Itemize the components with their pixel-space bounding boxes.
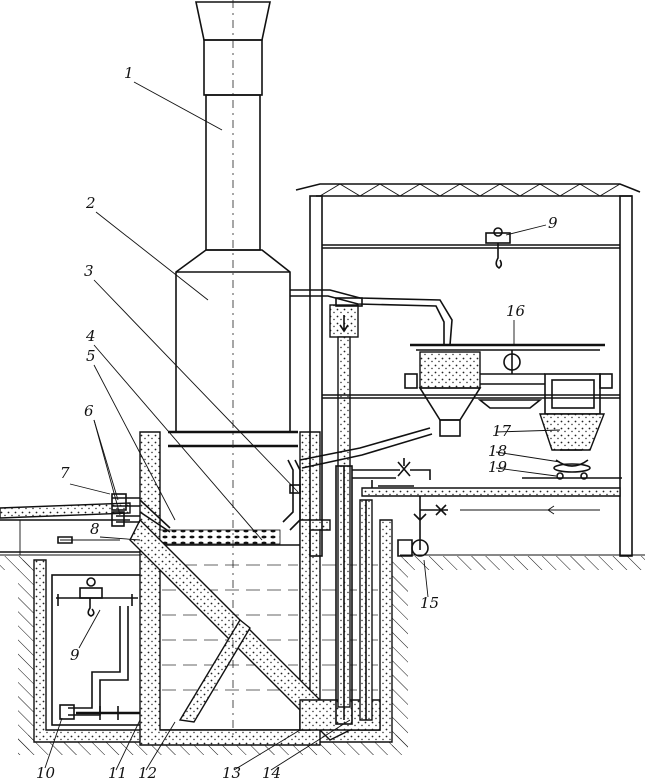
labels: 1 2 3 4 5 6 7 8 9 9 10 11 12 13 14 15 16… <box>36 64 558 782</box>
label-14: 14 <box>262 764 281 782</box>
label-3: 3 <box>84 262 94 280</box>
building-frame <box>295 183 641 557</box>
quench-tank <box>129 431 381 746</box>
label-19: 19 <box>488 458 508 476</box>
leader-lines <box>44 81 561 771</box>
label-10: 10 <box>36 764 56 782</box>
label-8: 8 <box>90 520 100 538</box>
label-4: 4 <box>85 327 96 345</box>
left-platform <box>0 502 140 555</box>
label-12: 12 <box>138 764 157 782</box>
label-15: 15 <box>420 594 439 612</box>
label-6: 6 <box>84 402 94 420</box>
label-1: 1 <box>124 64 134 82</box>
feed-tuyeres <box>111 493 171 533</box>
label-11: 11 <box>108 764 127 782</box>
label-9-pit: 9 <box>70 646 80 664</box>
label-7: 7 <box>60 464 70 482</box>
label-13: 13 <box>222 764 241 782</box>
label-18: 18 <box>488 442 507 460</box>
label-9-crane: 9 <box>548 214 558 232</box>
label-16: 16 <box>506 302 526 320</box>
basement-pit <box>33 519 393 743</box>
label-17: 17 <box>492 422 512 440</box>
separator-16 <box>299 343 622 480</box>
cupola-furnace <box>168 0 453 740</box>
label-2: 2 <box>85 194 96 212</box>
vertical-elevator <box>329 297 448 725</box>
label-5: 5 <box>86 347 96 365</box>
